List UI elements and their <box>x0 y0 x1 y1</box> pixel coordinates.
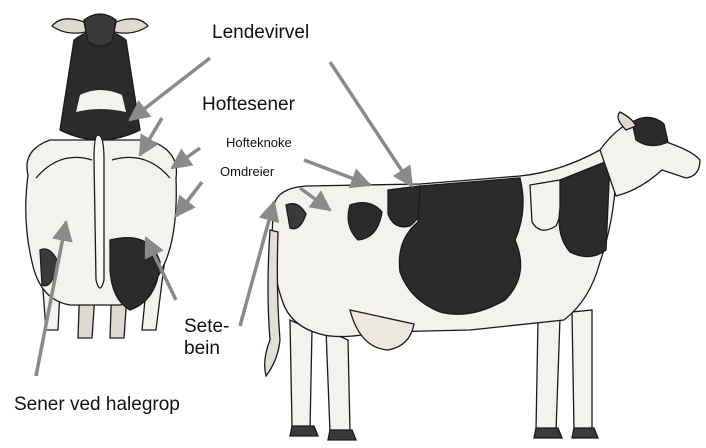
cow-rear-view <box>26 14 177 338</box>
label-hoftesener: Hoftesener <box>202 94 295 116</box>
arrow-hoftesener-2 <box>172 148 200 168</box>
arrow-lendevirvel-rear <box>130 58 210 120</box>
label-setebein: Sete- bein <box>184 316 244 360</box>
label-setebein-line1: Sete- <box>184 316 244 338</box>
arrow-hofteknoke <box>304 160 370 185</box>
arrow-lendevirvel-side <box>330 62 412 186</box>
arrow-hoftesener-3 <box>176 182 202 216</box>
label-setebein-line2: bein <box>184 338 244 360</box>
label-hofteknoke: Hofteknoke <box>226 136 292 151</box>
label-omdreier: Omdreier <box>220 165 274 180</box>
label-lendevirvel: Lendevirvel <box>212 22 309 44</box>
cow-side-view <box>265 112 700 440</box>
label-halegrop: Sener ved halegrop <box>14 394 180 416</box>
